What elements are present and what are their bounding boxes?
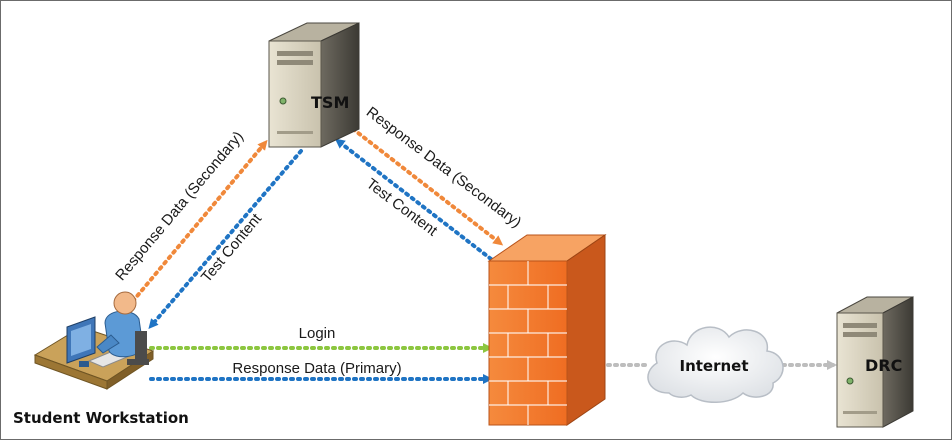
link-firewall-to-tsm-content: [334, 138, 493, 261]
label-response-primary: Response Data (Primary): [232, 360, 401, 377]
tsm-server-icon: [268, 22, 360, 148]
student-workstation-label: Student Workstation: [13, 409, 189, 427]
label-firewall-to-tsm-content: Test Content: [363, 175, 441, 240]
link-tsm-to-workstation-content: [148, 149, 303, 330]
connections: [131, 127, 837, 384]
link-workstation-to-tsm-response: [131, 139, 268, 303]
label-login: Login: [299, 325, 336, 342]
label-tsm-to-firewall-response: Response Data (Secondary): [363, 104, 524, 231]
label-tsm-to-workstation-content: Test Content: [198, 210, 266, 286]
drc-server-icon: [836, 296, 914, 428]
tsm-label: TSM: [311, 93, 349, 112]
internet-cloud-icon: [647, 326, 784, 403]
internet-label: Internet: [679, 357, 748, 375]
firewall-icon: [487, 234, 607, 426]
link-tsm-to-firewall-response: [351, 127, 504, 246]
student-workstation-icon: [33, 291, 155, 390]
drc-label: DRC: [865, 356, 902, 375]
